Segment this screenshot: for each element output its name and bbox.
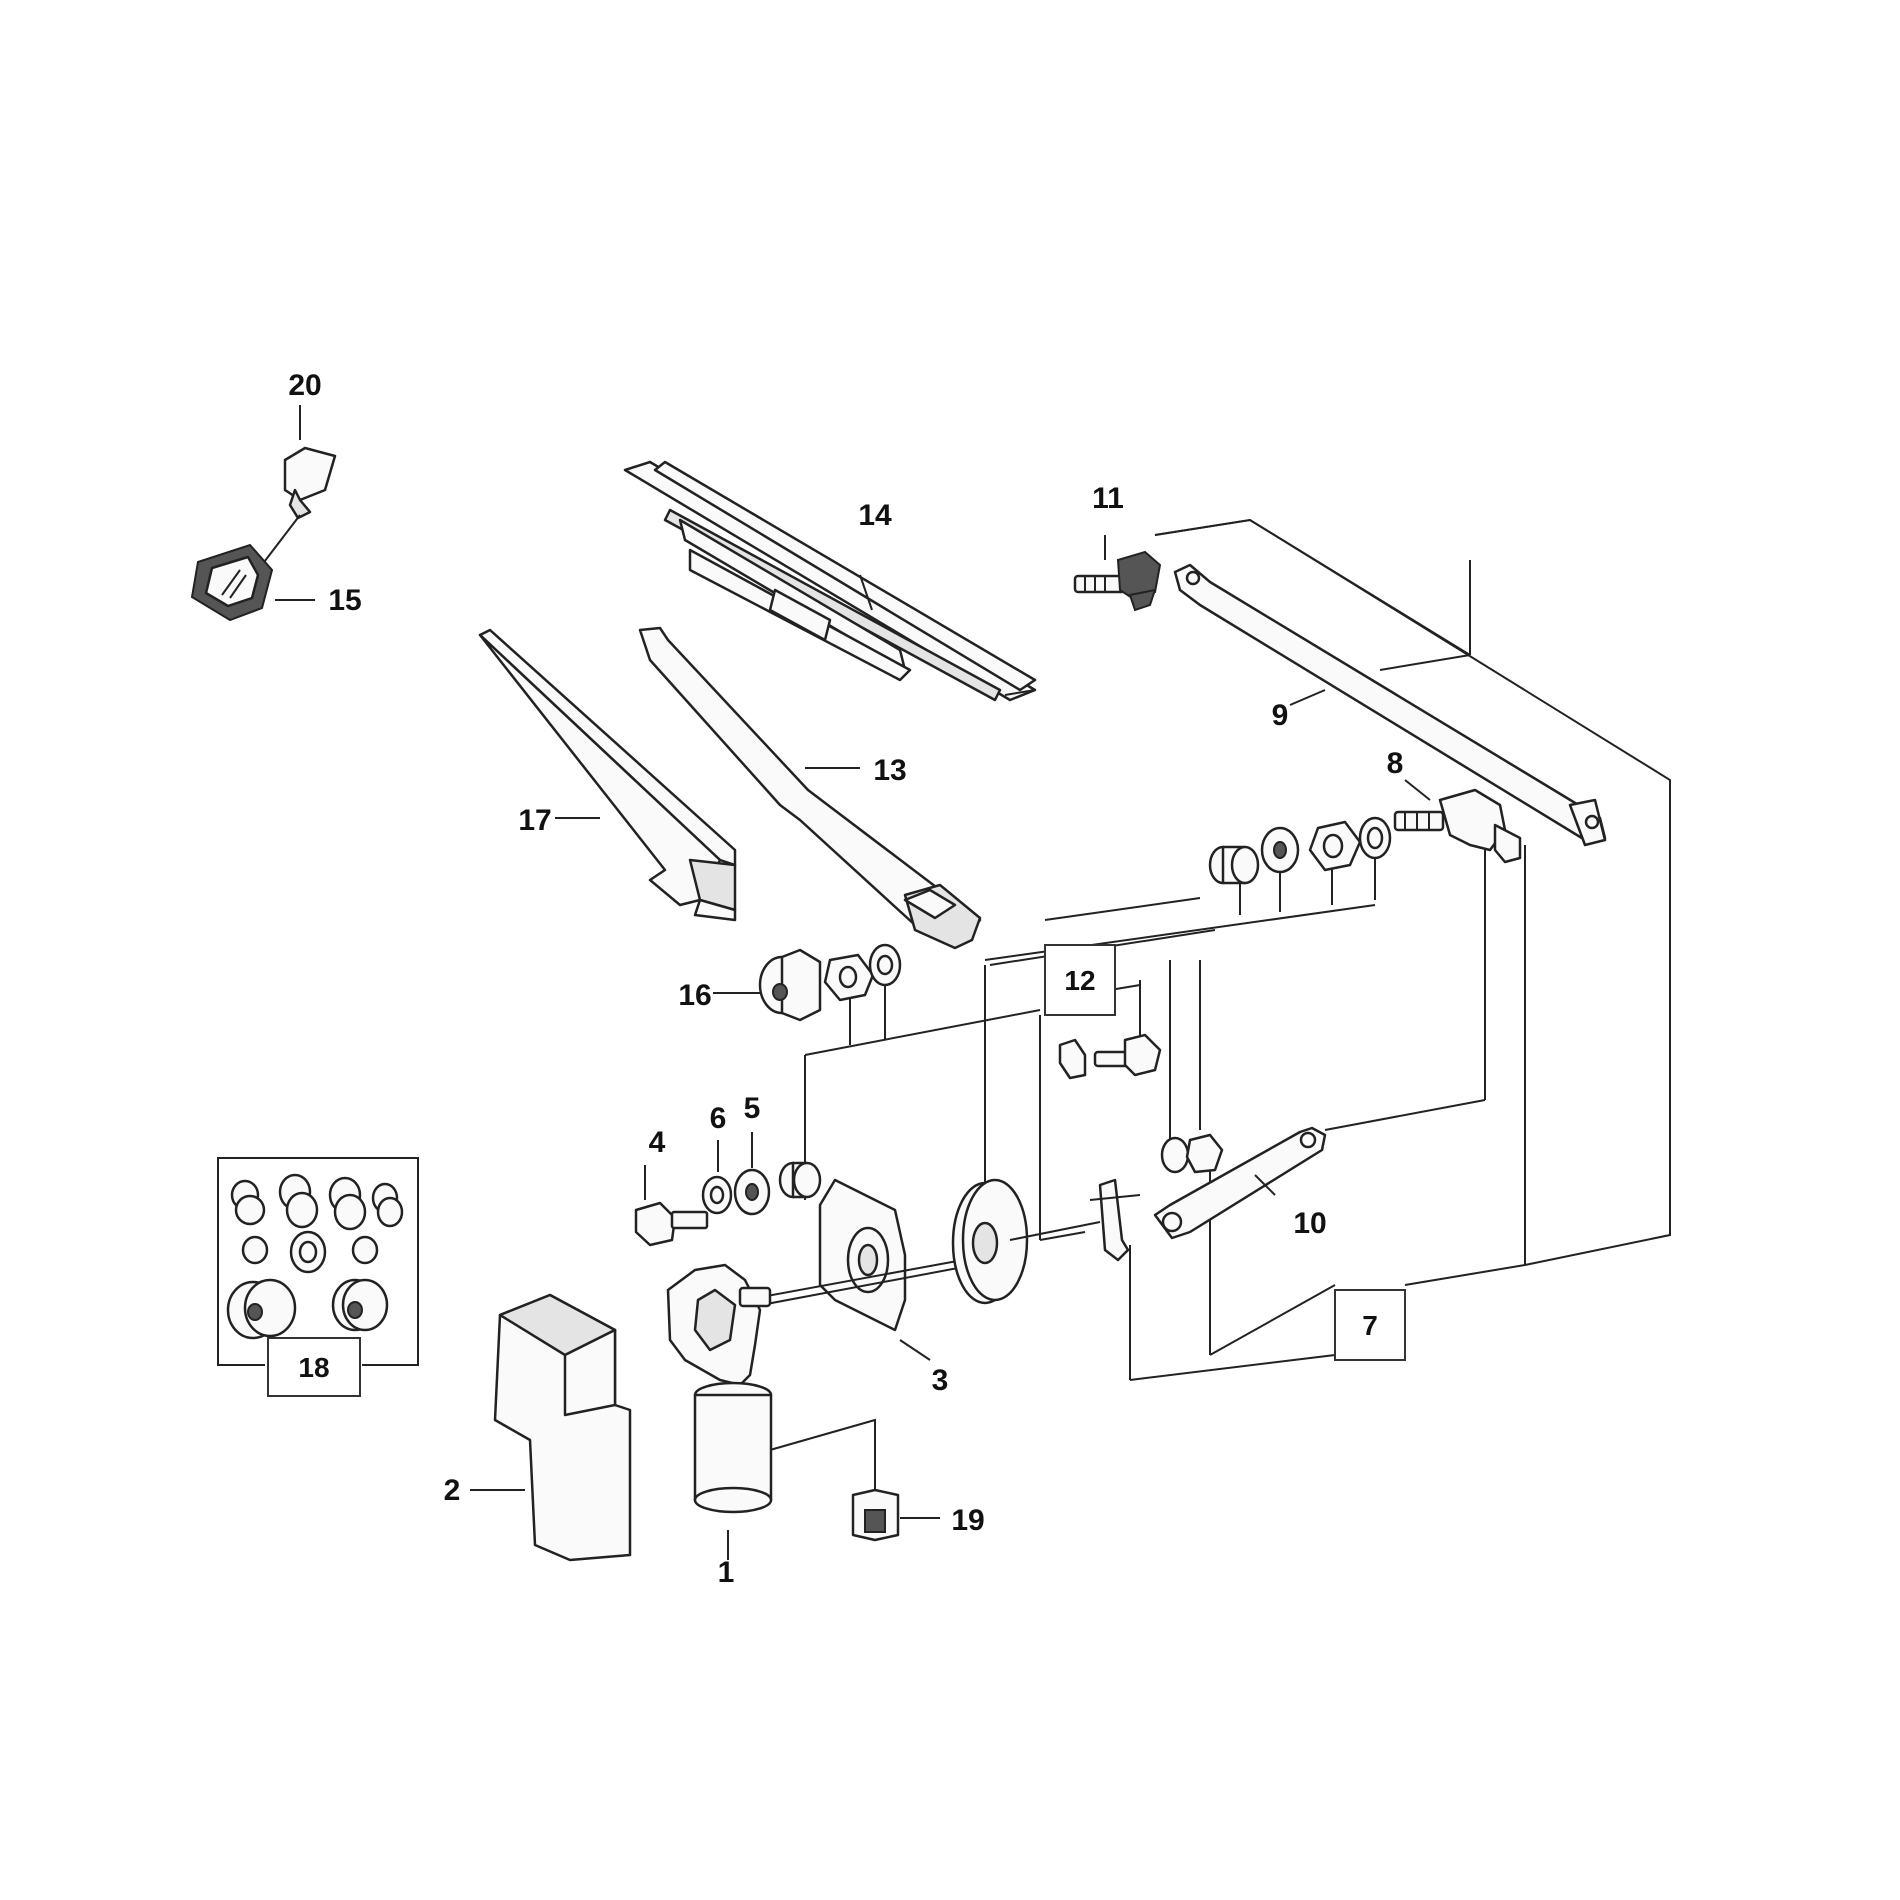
part-12-bolt: [1093, 1033, 1162, 1077]
callout-15: 15: [328, 584, 361, 617]
callout-6: 6: [710, 1102, 727, 1135]
part-4-bolt: [634, 1201, 709, 1247]
boxed-callout-18: 18: [267, 1337, 361, 1397]
part-17-trim-strip: [478, 628, 737, 922]
part-13-wiper-arm: [638, 626, 982, 950]
part-19-connector: [851, 1488, 900, 1542]
part-18-kit: [217, 1157, 419, 1366]
callout-10: 10: [1293, 1207, 1326, 1240]
part-9-linkage-rod: [1173, 563, 1607, 847]
callout-9: 9: [1272, 699, 1289, 732]
callout-5: 5: [744, 1092, 761, 1125]
callout-13: 13: [873, 754, 906, 787]
callout-16: 16: [678, 979, 711, 1012]
part-7-bracket: [1089, 1178, 1141, 1262]
boxed-callout-12: 12: [1044, 944, 1116, 1016]
part-nut-16: [823, 953, 875, 1002]
callout-20: 20: [288, 369, 321, 402]
callout-8: 8: [1387, 747, 1404, 780]
callout-19: 19: [951, 1504, 984, 1537]
part-8-spindle: [1393, 788, 1522, 864]
part-washer-16: [868, 943, 902, 987]
part-ring-top: [1358, 816, 1392, 860]
part-12-nut: [1058, 1038, 1087, 1080]
part-10-crank-link: [1153, 1126, 1327, 1240]
part-12-washers-lower: [1160, 1133, 1224, 1174]
callout-4: 4: [649, 1126, 666, 1159]
part-6-washer: [701, 1175, 733, 1215]
callout-1: 1: [718, 1556, 735, 1589]
callout-7: 7: [1362, 1310, 1378, 1341]
leader-lines: [275, 405, 1431, 1560]
part-grommet: [778, 1161, 822, 1199]
part-2-cover: [493, 1293, 632, 1562]
part-washer-top: [1260, 826, 1300, 874]
part-nut-top: [1308, 820, 1362, 872]
callout-18: 18: [298, 1352, 329, 1383]
part-20-plug: [283, 446, 337, 520]
part-1-wiper-motor: [666, 1263, 773, 1514]
part-11-spindle-bolt: [1073, 550, 1162, 612]
callout-2: 2: [444, 1474, 461, 1507]
callout-12: 12: [1064, 965, 1095, 996]
callout-labels: 1 2 3 4 5 6 8 9 10 11 13 14 15 16 17 19 …: [288, 369, 1403, 1589]
part-15-switch: [190, 543, 274, 622]
part-crank-disc: [951, 1178, 1029, 1305]
part-14-wiper-blade: [623, 460, 1037, 702]
callout-3: 3: [932, 1364, 949, 1397]
callout-11: 11: [1092, 482, 1124, 515]
boxed-callout-7: 7: [1334, 1289, 1406, 1361]
part-16-cap: [758, 948, 822, 1022]
callout-14: 14: [858, 499, 892, 532]
part-3-mounting-plate: [818, 1178, 907, 1332]
callout-17: 17: [518, 804, 551, 837]
part-bushing-top: [1208, 845, 1260, 885]
part-5-washer: [733, 1168, 771, 1216]
